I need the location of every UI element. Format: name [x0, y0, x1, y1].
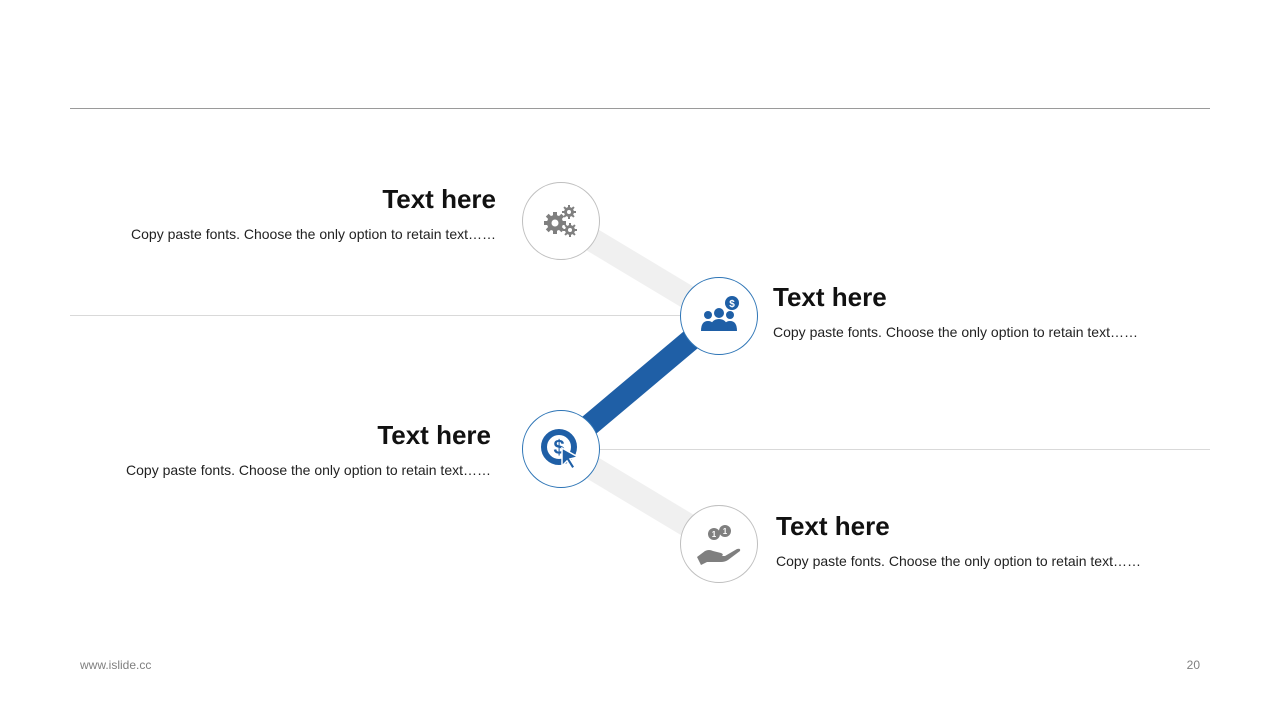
step-2-node: $ [680, 277, 758, 355]
dollar-click-icon: $ [541, 429, 581, 471]
step-description: Copy paste fonts. Choose the only option… [126, 462, 491, 478]
footer-url[interactable]: www.islide.cc [80, 658, 152, 672]
step-description: Copy paste fonts. Choose the only option… [773, 324, 1138, 340]
page-number: 20 [1186, 658, 1200, 672]
step-title: Text here [377, 420, 491, 450]
divider-left [70, 315, 685, 316]
svg-text:1: 1 [723, 527, 728, 536]
step-4-text: Text here Copy paste fonts. Choose the o… [776, 511, 1141, 570]
gears-icon [544, 205, 577, 237]
svg-text:1: 1 [712, 530, 717, 539]
step-1-text: Text here Copy paste fonts. Choose the o… [131, 184, 496, 243]
divider-right [598, 449, 1210, 450]
step-description: Copy paste fonts. Choose the only option… [776, 553, 1141, 569]
step-description: Copy paste fonts. Choose the only option… [131, 226, 496, 242]
step-title: Text here [382, 184, 496, 214]
step-2-text: Text here Copy paste fonts. Choose the o… [773, 282, 1138, 341]
hand-coins-icon: 1 1 [697, 525, 741, 565]
step-title: Text here [776, 511, 890, 541]
team-money-icon: $ [701, 296, 739, 331]
step-1-node [522, 182, 600, 260]
step-4-node: 1 1 [680, 505, 758, 583]
svg-text:$: $ [553, 437, 564, 459]
top-divider [70, 108, 1210, 109]
svg-text:$: $ [729, 299, 735, 310]
step-title: Text here [773, 282, 887, 312]
step-3-text: Text here Copy paste fonts. Choose the o… [126, 420, 491, 479]
step-3-node: $ [522, 410, 600, 488]
